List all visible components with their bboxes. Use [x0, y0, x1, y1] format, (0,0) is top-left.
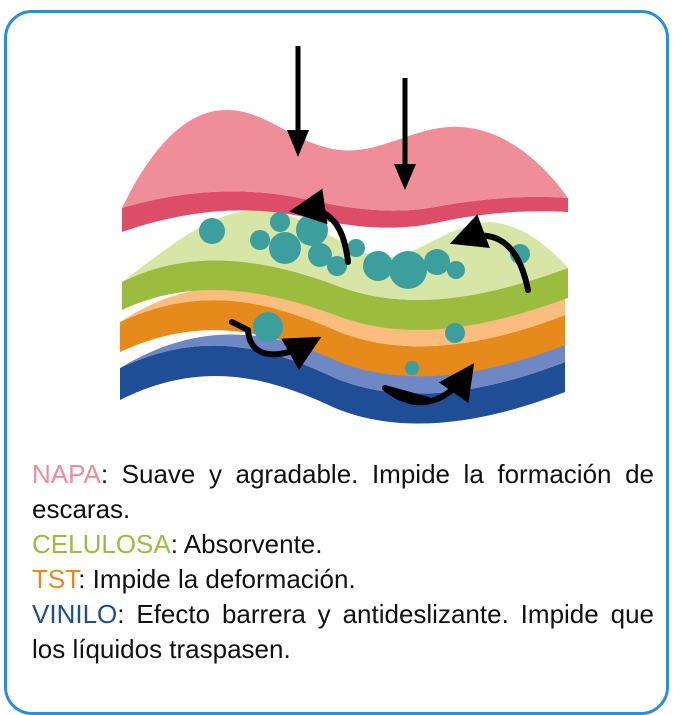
- legend-item-vinilo: VINILO: Efecto barrera y antideslizante.…: [32, 597, 654, 667]
- napa-layer-bottom: [122, 191, 568, 232]
- legend-item-celulosa: CELULOSA: Absorvente.: [32, 527, 654, 562]
- curved-arrow-napa-right: [449, 214, 531, 293]
- droplet: [389, 251, 427, 289]
- droplet: [424, 249, 450, 275]
- napa-layer-top: [122, 109, 568, 211]
- droplet: [199, 218, 225, 244]
- down-arrow-right-head: [394, 164, 416, 190]
- legend-term-vinilo: VINILO: [32, 599, 118, 629]
- curved-arrow-napa-left: [289, 188, 351, 265]
- droplet: [363, 251, 393, 281]
- droplet: [447, 261, 465, 279]
- curved-arrow-vinilo-tail: [382, 385, 431, 403]
- napa-layer: [122, 109, 568, 232]
- legend-term-tst: TST: [32, 564, 79, 594]
- legend: NAPA: Suave y agradable. Impide la forma…: [32, 457, 654, 667]
- droplet: [405, 361, 419, 375]
- layers-illustration: [120, 46, 568, 424]
- droplet: [308, 243, 332, 267]
- legend-desc-vinilo: : Efecto barrera y antideslizante. Impid…: [32, 599, 654, 664]
- droplet: [250, 230, 270, 250]
- pressure-arrows: [287, 46, 416, 190]
- curved-arrow-tst-left-tail: [229, 319, 251, 333]
- droplet: [269, 232, 301, 264]
- down-arrow-left-head: [287, 130, 309, 157]
- droplet: [445, 323, 465, 343]
- celulosa-layer-bottom: [122, 260, 568, 330]
- droplet: [347, 239, 365, 257]
- legend-desc-napa: : Suave y agradable. Impide la formación…: [32, 459, 654, 524]
- droplet: [327, 256, 347, 276]
- curved-arrow-tst-left: [245, 327, 322, 371]
- droplets: [199, 212, 530, 375]
- legend-desc-celulosa: : Absorvente.: [170, 529, 323, 559]
- legend-term-celulosa: CELULOSA: [32, 529, 171, 559]
- droplet: [253, 312, 283, 342]
- movement-arrows: [229, 188, 531, 406]
- legend-term-napa: NAPA: [32, 459, 101, 489]
- droplet: [270, 212, 290, 232]
- droplet: [296, 214, 328, 246]
- vinilo-layer-bottom: [120, 345, 565, 424]
- legend-item-tst: TST: Impide la deformación.: [32, 562, 654, 597]
- legend-desc-tst: : Impide la deformación.: [78, 564, 356, 594]
- legend-item-napa: NAPA: Suave y agradable. Impide la forma…: [32, 457, 654, 527]
